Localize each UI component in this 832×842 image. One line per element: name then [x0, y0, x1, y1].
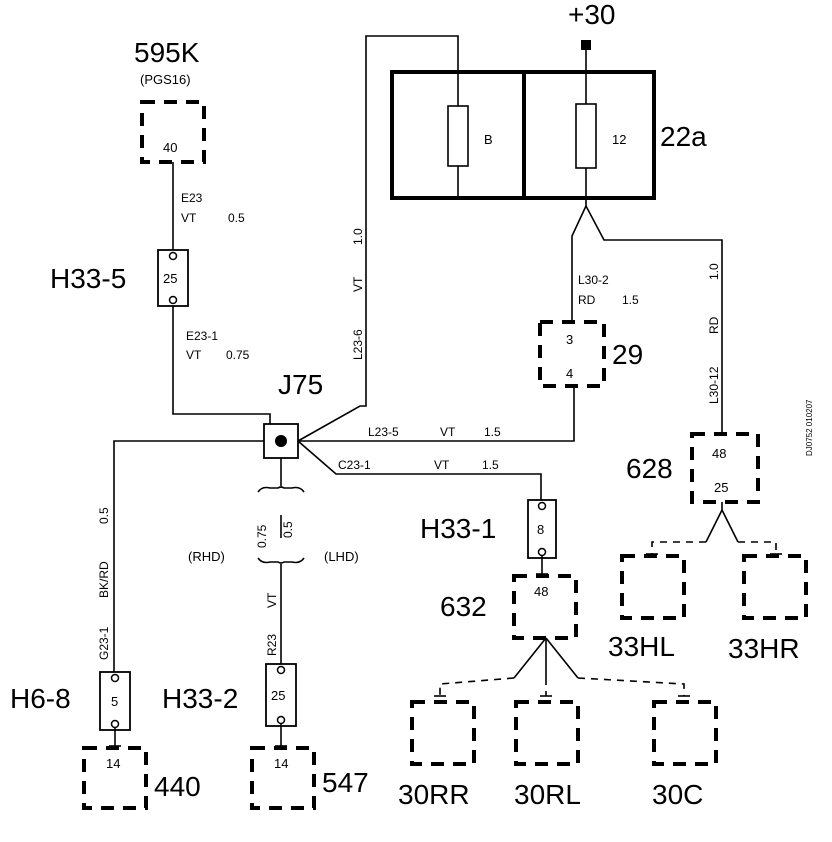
fuse-box-id: 22a — [660, 121, 707, 152]
33hl-label: 33HL — [608, 631, 675, 662]
connector-30rr — [410, 700, 476, 766]
g23-1-name: G23-1 — [97, 626, 111, 660]
c23-1-color: VT — [434, 458, 450, 472]
30rl-label: 30RL — [514, 779, 581, 810]
connector-33hr — [742, 554, 808, 620]
fuse-12 — [575, 103, 597, 169]
h33-1-label: H33-1 — [420, 513, 496, 544]
29-label: 29 — [612, 339, 643, 370]
fuse-b-label: B — [484, 132, 493, 147]
h33-1-pin: 8 — [537, 522, 544, 537]
30rr-label: 30RR — [398, 779, 470, 810]
632-pin: 48 — [534, 584, 548, 599]
l30-12-color: RD — [707, 316, 721, 334]
e23-color: VT — [181, 211, 197, 225]
doc-ref: DJ0752 010207 — [805, 399, 814, 456]
l23-5-color: VT — [440, 425, 456, 439]
r23-name: R23 — [265, 634, 279, 656]
440-pin: 14 — [106, 756, 120, 771]
h33-5-label: H33-5 — [50, 263, 126, 294]
fuse-box-22a: B 12 22a — [390, 70, 707, 200]
connector-547 — [250, 746, 316, 810]
connector-30c — [652, 700, 718, 766]
h33-2-label: H33-2 — [162, 683, 238, 714]
e23-1-name: E23-1 — [186, 329, 218, 343]
33hr-label: 33HR — [728, 633, 800, 664]
30c-label: 30C — [652, 779, 703, 810]
c23-1-name: C23-1 — [338, 458, 371, 472]
547-pin: 14 — [274, 756, 288, 771]
connector-595k — [140, 100, 206, 164]
h33-2-pin: 25 — [271, 688, 285, 703]
c23-1-size: 1.5 — [482, 458, 499, 472]
440-label: 440 — [154, 771, 201, 802]
h33-5-pin: 25 — [163, 271, 177, 286]
supply-terminal — [581, 40, 591, 50]
628-pin-top: 48 — [712, 446, 726, 461]
fuse-b — [447, 105, 469, 167]
connector-33hl — [620, 554, 686, 620]
l23-6-size: 1.0 — [351, 228, 365, 245]
628-pin-bottom: 25 — [714, 480, 728, 495]
l30-2-size: 1.5 — [622, 293, 639, 307]
l30-2-color: RD — [578, 293, 596, 307]
r23-lhd: (LHD) — [324, 549, 359, 564]
fuse-12-label: 12 — [612, 132, 626, 147]
e23-1-size: 0.75 — [226, 348, 250, 362]
628-label: 628 — [626, 453, 673, 484]
r23-size-rhd: 0.75 — [255, 524, 269, 548]
l30-2-name: L30-2 — [578, 273, 609, 287]
connector-30rl — [514, 700, 580, 766]
e23-size: 0.5 — [228, 211, 245, 225]
l23-5-size: 1.5 — [484, 425, 501, 439]
r23-size-lhd: 0.5 — [281, 521, 295, 538]
595k-label: 595K — [134, 37, 200, 68]
29-pin-top: 3 — [566, 332, 573, 347]
29-pin-bottom: 4 — [566, 366, 573, 381]
l30-12-size: 1.0 — [707, 263, 721, 280]
l23-6-name: L23-6 — [351, 329, 365, 360]
g23-1-color: BK/RD — [97, 561, 111, 598]
j75-label: J75 — [278, 369, 323, 400]
r23-rhd: (RHD) — [188, 549, 225, 564]
e23-name: E23 — [181, 191, 203, 205]
h6-8-label: H6-8 — [10, 683, 71, 714]
l23-6-color: VT — [351, 276, 365, 292]
connector-440 — [82, 746, 148, 810]
547-label: 547 — [322, 767, 369, 798]
supply-label: +30 — [568, 0, 616, 30]
l30-12-name: L30-12 — [707, 366, 721, 404]
g23-1-size: 0.5 — [97, 507, 111, 524]
595k-sub: (PGS16) — [140, 72, 191, 87]
632-label: 632 — [440, 591, 487, 622]
r23-color: VT — [265, 592, 279, 608]
l23-5-name: L23-5 — [368, 425, 399, 439]
connector-628 — [690, 432, 760, 504]
connector-29 — [538, 320, 606, 388]
e23-1-color: VT — [186, 348, 202, 362]
h6-8-pin: 5 — [111, 694, 118, 709]
595k-pin: 40 — [163, 140, 177, 155]
